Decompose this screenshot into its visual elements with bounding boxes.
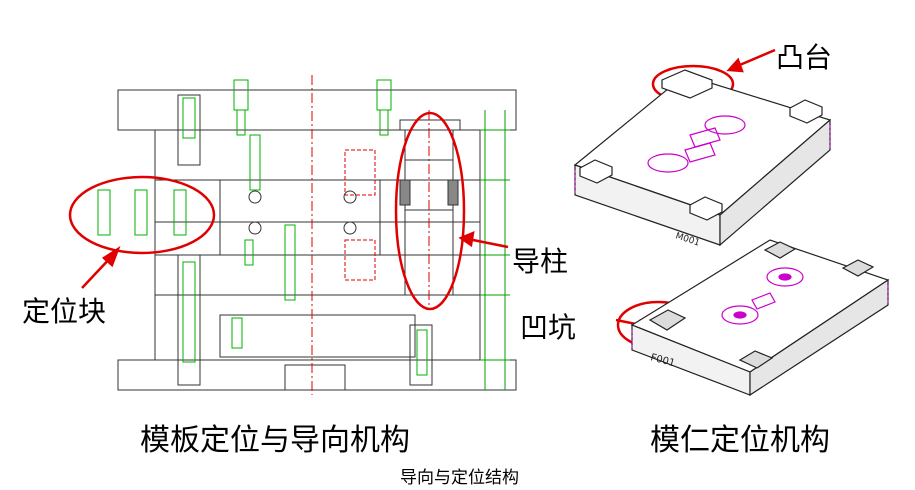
guide-pillar-drawing bbox=[399, 129, 459, 296]
mold-cross-section bbox=[117, 89, 517, 391]
guide-pillar-ellipse bbox=[394, 111, 466, 311]
locating-block-ellipse bbox=[68, 175, 216, 255]
centerline bbox=[311, 75, 430, 395]
bottom-insert bbox=[630, 239, 890, 397]
top-insert-cavity bbox=[647, 115, 746, 173]
locating-block-label: 定位块 bbox=[22, 295, 107, 328]
highlight-ellipses bbox=[68, 64, 735, 350]
boss-arrow bbox=[734, 48, 776, 69]
recess-label: 凹坑 bbox=[520, 311, 577, 344]
top-insert bbox=[573, 69, 832, 247]
right-title: 模仁定位机构 bbox=[650, 423, 830, 458]
guide-pillar-label: 导柱 bbox=[512, 245, 569, 278]
left-title: 模板定位与导向机构 bbox=[140, 423, 410, 458]
bottom-insert-cavity bbox=[721, 267, 804, 325]
screws bbox=[97, 79, 428, 376]
figure-caption: 导向与定位结构 bbox=[400, 468, 519, 488]
boss-label: 凸台 bbox=[776, 41, 833, 74]
guide-pillar-arrow bbox=[467, 237, 509, 249]
